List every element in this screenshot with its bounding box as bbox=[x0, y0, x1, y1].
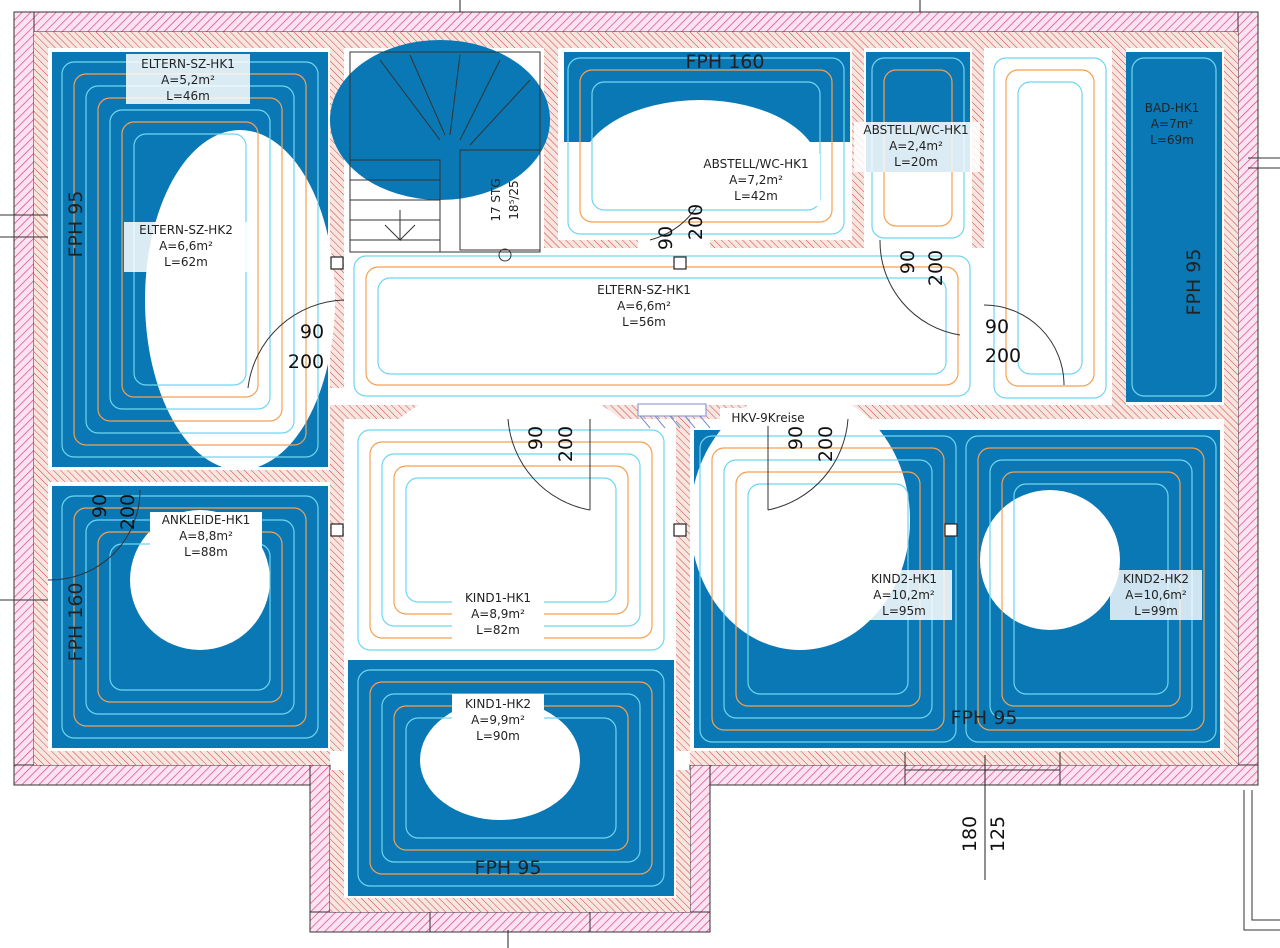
svg-text:KIND2-HK2: KIND2-HK2 bbox=[1123, 572, 1189, 586]
room-label: ELTERN-SZ-HK2 A=6,6m² L=62m bbox=[124, 222, 248, 272]
svg-text:L=46m: L=46m bbox=[166, 89, 210, 103]
svg-text:90: 90 bbox=[525, 426, 547, 450]
svg-text:90: 90 bbox=[300, 321, 324, 343]
svg-text:A=7m²: A=7m² bbox=[1151, 117, 1194, 131]
svg-text:200: 200 bbox=[555, 426, 577, 462]
svg-text:ELTERN-SZ-HK2: ELTERN-SZ-HK2 bbox=[139, 223, 233, 237]
svg-text:KIND1-HK2: KIND1-HK2 bbox=[465, 697, 531, 711]
svg-text:A=6,6m²: A=6,6m² bbox=[617, 299, 671, 313]
svg-text:A=9,9m²: A=9,9m² bbox=[471, 713, 525, 727]
axis-lines bbox=[459, 0, 986, 948]
svg-text:A=7,2m²: A=7,2m² bbox=[729, 173, 783, 187]
svg-text:BAD-HK1: BAD-HK1 bbox=[1145, 101, 1200, 115]
svg-text:HKV-9Kreise: HKV-9Kreise bbox=[731, 411, 804, 425]
door-dim: 90 200 bbox=[288, 321, 324, 373]
svg-text:200: 200 bbox=[925, 250, 947, 286]
svg-text:ABSTELL/WC-HK1: ABSTELL/WC-HK1 bbox=[703, 157, 808, 171]
fph-label: FPH 95 bbox=[951, 707, 1018, 729]
svg-text:ELTERN-SZ-HK1: ELTERN-SZ-HK1 bbox=[141, 57, 235, 71]
svg-text:200: 200 bbox=[117, 494, 139, 530]
svg-text:KIND2-HK1: KIND2-HK1 bbox=[871, 572, 937, 586]
svg-text:90: 90 bbox=[897, 250, 919, 274]
door-dim: 90 200 bbox=[655, 204, 707, 250]
svg-text:90: 90 bbox=[985, 316, 1009, 338]
svg-text:A=10,2m²: A=10,2m² bbox=[873, 588, 935, 602]
svg-text:ANKLEIDE-HK1: ANKLEIDE-HK1 bbox=[162, 513, 251, 527]
svg-text:KIND1-HK1: KIND1-HK1 bbox=[465, 591, 531, 605]
svg-text:L=42m: L=42m bbox=[734, 189, 778, 203]
svg-text:L=56m: L=56m bbox=[622, 315, 666, 329]
balcony bbox=[0, 157, 1280, 932]
svg-text:L=62m: L=62m bbox=[164, 255, 208, 269]
pipe-loops bbox=[61, 57, 1217, 887]
door-dim: 90 200 bbox=[897, 250, 947, 286]
svg-text:A=8,9m²: A=8,9m² bbox=[471, 607, 525, 621]
door-dim: 90 200 bbox=[985, 316, 1021, 367]
svg-text:L=69m: L=69m bbox=[1150, 133, 1194, 147]
door-dim: 90 200 bbox=[89, 494, 139, 530]
room-label: KIND2-HK2 A=10,6m² L=99m bbox=[1110, 570, 1202, 620]
svg-text:L=90m: L=90m bbox=[476, 729, 520, 743]
svg-text:L=88m: L=88m bbox=[184, 545, 228, 559]
svg-text:90: 90 bbox=[655, 226, 677, 250]
svg-text:90: 90 bbox=[89, 494, 111, 518]
manifold-label: HKV-9Kreise bbox=[720, 408, 816, 426]
columns bbox=[330, 256, 958, 537]
fph-labels: FPH 160 FPH 95 FPH 95 FPH 160 FPH 95 FPH… bbox=[65, 51, 1205, 879]
svg-text:L=82m: L=82m bbox=[476, 623, 520, 637]
svg-text:L=99m: L=99m bbox=[1134, 604, 1178, 618]
svg-text:200: 200 bbox=[685, 204, 707, 240]
manifold bbox=[637, 403, 711, 429]
svg-text:A=2,4m²: A=2,4m² bbox=[889, 139, 943, 153]
room-label: KIND1-HK2 A=9,9m² L=90m bbox=[452, 694, 544, 746]
svg-text:90: 90 bbox=[785, 426, 807, 450]
room-label: BAD-HK1 A=7m² L=69m bbox=[1145, 101, 1200, 147]
room-label: KIND1-HK1 A=8,9m² L=82m bbox=[452, 588, 544, 640]
window-dimensions: 180 125 bbox=[959, 816, 1009, 852]
fph-label: FPH 95 bbox=[65, 191, 87, 258]
svg-text:200: 200 bbox=[815, 426, 837, 462]
door-dim: 90 200 bbox=[785, 426, 837, 462]
svg-text:180: 180 bbox=[959, 816, 981, 852]
svg-text:A=6,6m²: A=6,6m² bbox=[159, 239, 213, 253]
svg-text:A=8,8m²: A=8,8m² bbox=[179, 529, 233, 543]
room-label: ELTERN-SZ-HK1 A=5,2m² L=46m bbox=[126, 54, 250, 104]
svg-text:A=5,2m²: A=5,2m² bbox=[161, 73, 215, 87]
room-label: ELTERN-SZ-HK1 A=6,6m² L=56m bbox=[582, 280, 706, 332]
door-dim: 90 200 bbox=[525, 426, 577, 462]
fph-label: FPH 160 bbox=[686, 51, 765, 73]
svg-text:17 STG: 17 STG bbox=[489, 178, 503, 221]
room-label: ANKLEIDE-HK1 A=8,8m² L=88m bbox=[150, 512, 262, 562]
svg-text:18⁵/25: 18⁵/25 bbox=[507, 180, 521, 219]
fph-label: FPH 160 bbox=[65, 583, 87, 662]
staircase bbox=[349, 51, 541, 262]
svg-text:200: 200 bbox=[985, 345, 1021, 367]
room-labels: ELTERN-SZ-HK1 A=5,2m² L=46m ELTERN-SZ-HK… bbox=[124, 54, 1202, 746]
svg-text:L=20m: L=20m bbox=[894, 155, 938, 169]
svg-text:A=10,6m²: A=10,6m² bbox=[1125, 588, 1187, 602]
svg-text:200: 200 bbox=[288, 351, 324, 373]
fph-label: FPH 95 bbox=[475, 857, 542, 879]
room-label: ABSTELL/WC-HK1 A=2,4m² L=20m bbox=[854, 122, 980, 172]
door-dimensions: 90 200 90 200 90 200 90 200 90 200 90 20… bbox=[89, 204, 1021, 530]
svg-text:ELTERN-SZ-HK1: ELTERN-SZ-HK1 bbox=[597, 283, 691, 297]
room-label: ABSTELL/WC-HK1 A=7,2m² L=42m bbox=[692, 154, 820, 206]
svg-text:125: 125 bbox=[987, 816, 1009, 852]
fph-label: FPH 95 bbox=[1183, 249, 1205, 316]
stair-labels: 17 STG 18⁵/25 bbox=[489, 178, 521, 221]
svg-text:L=95m: L=95m bbox=[882, 604, 926, 618]
svg-text:ABSTELL/WC-HK1: ABSTELL/WC-HK1 bbox=[863, 123, 968, 137]
room-label: KIND2-HK1 A=10,2m² L=95m bbox=[856, 570, 952, 620]
